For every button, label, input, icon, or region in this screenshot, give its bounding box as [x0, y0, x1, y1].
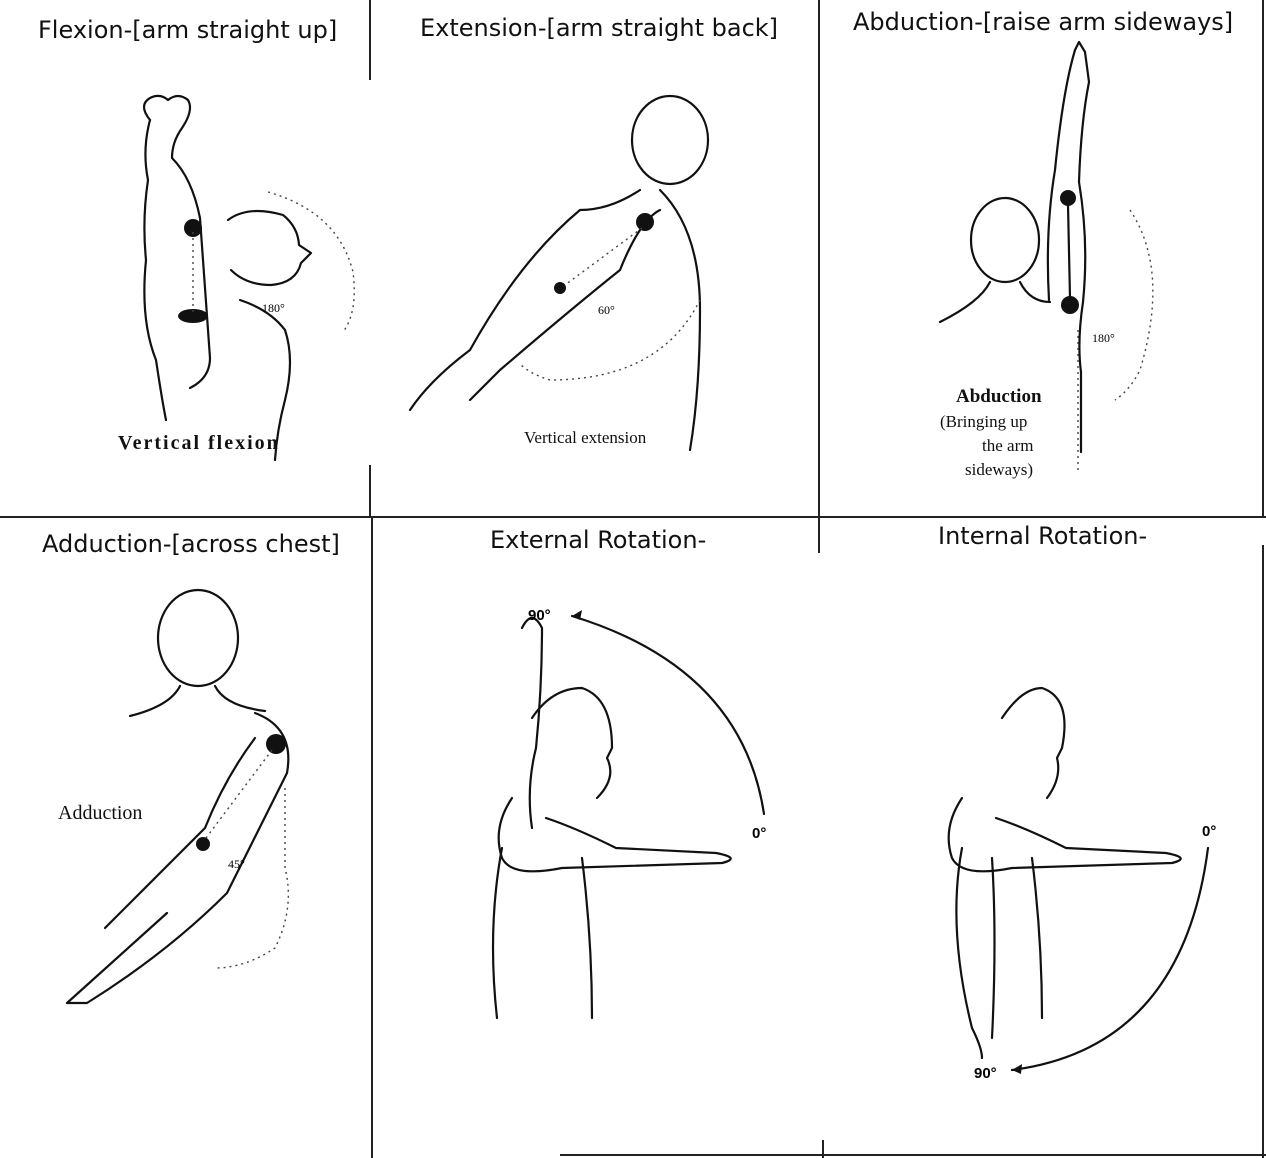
external-rotation-angle-top: 90°: [528, 607, 551, 624]
abduction-caption-2: the arm: [982, 436, 1033, 456]
abduction-caption-bold: Abduction: [956, 386, 1042, 408]
abduction-caption-1: (Bringing up: [940, 412, 1027, 432]
internal-rotation-angle-bottom: 90°: [974, 1065, 997, 1082]
external-rotation-figure: 90° 0°: [372, 518, 822, 1158]
abduction-caption-3: sideways): [965, 460, 1033, 480]
extension-angle: 60°: [598, 303, 615, 317]
abduction-figure: 180°: [820, 0, 1264, 500]
internal-rotation-angle-zero: 0°: [1202, 823, 1216, 840]
flexion-caption: Vertical flexion: [118, 432, 280, 455]
extension-caption: Vertical extension: [524, 428, 646, 448]
extension-figure: 60°: [370, 0, 820, 470]
adduction-caption: Adduction: [58, 802, 142, 825]
adduction-figure: 45°: [0, 518, 370, 1158]
flexion-figure: 180°: [0, 0, 370, 470]
abduction-angle: 180°: [1092, 331, 1115, 345]
internal-rotation-figure: 0° 90°: [822, 518, 1262, 1158]
grid-line-right2: [1262, 545, 1264, 1158]
flexion-angle: 180°: [262, 301, 285, 315]
grid-line-v1b: [369, 465, 371, 517]
external-rotation-angle-zero: 0°: [752, 825, 766, 842]
adduction-angle: 45°: [228, 857, 245, 871]
